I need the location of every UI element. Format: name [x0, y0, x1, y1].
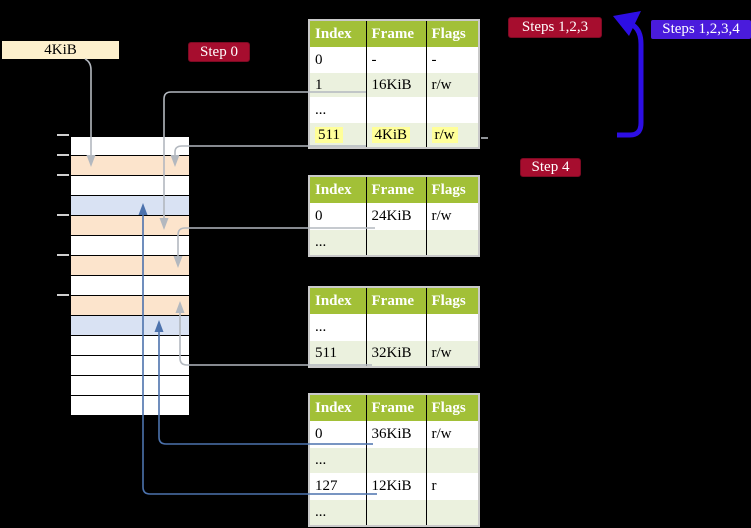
table-cell: r/w	[425, 203, 479, 230]
table-cell: ...	[309, 97, 366, 123]
table-header-cell: Flags	[425, 394, 479, 422]
table-row: 127 12KiB r	[309, 473, 479, 500]
table-header-cell: Frame	[365, 394, 426, 422]
table-header-cell: Flags	[425, 20, 479, 48]
table-row: 1 16KiB r/w	[309, 72, 479, 98]
table-cell: r	[425, 473, 479, 500]
memory-frame-row	[70, 156, 190, 176]
table-cell: 0	[309, 421, 366, 448]
table-cell: ...	[309, 314, 366, 341]
table-row-highlighted: 511 4KiB r/w	[309, 122, 479, 148]
table-header-row: Index Frame Flags	[309, 176, 479, 204]
table-header-cell: Flags	[425, 176, 479, 204]
table-cell	[425, 229, 479, 256]
table-cell: 24KiB	[365, 203, 426, 230]
memory-frame-row	[70, 356, 190, 376]
table-row: ...	[309, 314, 479, 341]
table-cell: 127	[309, 473, 366, 500]
memory-tick	[57, 214, 69, 216]
page-table-2: Index Frame Flags 0 24KiB r/w ...	[308, 175, 480, 257]
table-cell	[365, 447, 426, 474]
memory-tick	[57, 254, 69, 256]
table-cell: r/w	[425, 72, 479, 98]
table-row: ...	[309, 499, 479, 526]
memory-frame-row	[70, 236, 190, 256]
table-cell: -	[365, 47, 426, 73]
table-cell: 0	[309, 203, 366, 230]
table-cell: 511	[309, 340, 366, 367]
table-header-cell: Frame	[365, 176, 426, 204]
table-cell: 1	[309, 72, 366, 98]
table-header-cell: Index	[309, 287, 366, 315]
table-cell: ...	[309, 499, 366, 526]
table-cell	[365, 97, 426, 123]
memory-frame-row	[70, 296, 190, 316]
steps123-badge: Steps 1,2,3	[508, 17, 602, 38]
memory-frame-row	[70, 256, 190, 276]
table-header-cell: Index	[309, 394, 366, 422]
memory-frame-row	[70, 336, 190, 356]
memory-frame-row	[70, 396, 190, 416]
table-row: 0 24KiB r/w	[309, 203, 479, 230]
table-header-cell: Frame	[365, 287, 426, 315]
table-cell	[425, 314, 479, 341]
memory-tick	[57, 174, 69, 176]
memory-tick	[57, 294, 69, 296]
table-cell: 32KiB	[365, 340, 426, 367]
step0-badge: Step 0	[188, 42, 250, 62]
table-header-row: Index Frame Flags	[309, 394, 479, 422]
table-cell: 4KiB	[365, 122, 426, 148]
table-cell	[425, 97, 479, 123]
table-cell	[365, 499, 426, 526]
table-cell: r/w	[425, 122, 479, 148]
highlighted-value: 4KiB	[371, 126, 411, 143]
table-row: 0 36KiB r/w	[309, 421, 479, 448]
table-header-cell: Flags	[425, 287, 479, 315]
memory-frame-row	[70, 316, 190, 336]
table-cell	[425, 447, 479, 474]
memory-frame-row	[70, 176, 190, 196]
recursive-loop-arrow	[613, 11, 644, 138]
table-row: ...	[309, 229, 479, 256]
physical-memory-column	[70, 136, 190, 416]
page-table-3: Index Frame Flags ... 511 32KiB r/w	[308, 286, 480, 368]
table-header-row: Index Frame Flags	[309, 287, 479, 315]
memory-frame-row	[70, 136, 190, 156]
table-cell: 12KiB	[365, 473, 426, 500]
table-cell: ...	[309, 229, 366, 256]
table-cell	[425, 499, 479, 526]
table-header-row: Index Frame Flags	[309, 20, 479, 48]
table-header-cell: Frame	[365, 20, 426, 48]
steps1234-badge: Steps 1,2,3,4	[651, 20, 751, 39]
memory-tick	[57, 134, 69, 136]
table-cell	[365, 314, 426, 341]
page-table-4: Index Frame Flags 0 36KiB r/w ... 127 12…	[308, 393, 480, 527]
table-cell: 511	[309, 122, 366, 148]
table-header-cell: Index	[309, 20, 366, 48]
table-row: ...	[309, 97, 479, 123]
memory-frame-row	[70, 196, 190, 216]
page-size-label: 4KiB	[2, 41, 119, 59]
table-cell: r/w	[425, 421, 479, 448]
table-cell: 16KiB	[365, 72, 426, 98]
table-cell: ...	[309, 447, 366, 474]
table-row: 0 - -	[309, 47, 479, 73]
memory-tick	[57, 154, 69, 156]
table-row: ...	[309, 447, 479, 474]
table-cell: r/w	[425, 340, 479, 367]
memory-frame-row	[70, 216, 190, 236]
table-cell: 36KiB	[365, 421, 426, 448]
highlighted-value: 511	[315, 126, 343, 143]
memory-frame-row	[70, 276, 190, 296]
table-cell: 0	[309, 47, 366, 73]
page-table-1: Index Frame Flags 0 - - 1 16KiB r/w ... …	[308, 19, 480, 149]
table-cell: -	[425, 47, 479, 73]
step4-badge: Step 4	[520, 158, 581, 177]
memory-frame-row	[70, 376, 190, 396]
highlighted-value: r/w	[431, 126, 458, 143]
table-header-cell: Index	[309, 176, 366, 204]
table-cell	[365, 229, 426, 256]
table-row: 511 32KiB r/w	[309, 340, 479, 367]
